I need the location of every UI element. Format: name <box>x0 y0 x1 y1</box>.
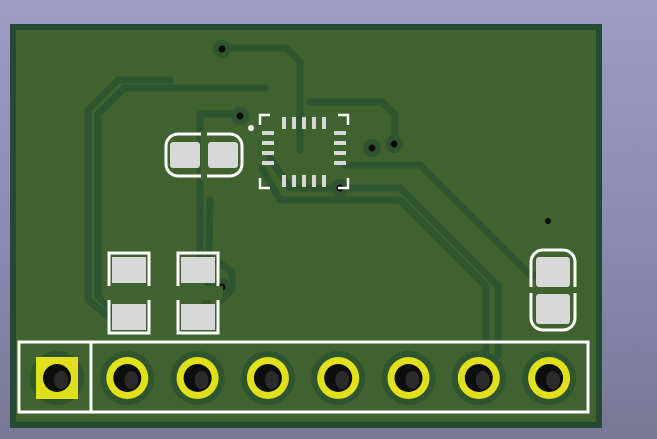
pin1-dot <box>248 125 254 131</box>
resistor-r2 <box>173 251 223 335</box>
header-pin-4 <box>240 351 295 405</box>
header-pin-3 <box>170 351 225 405</box>
header-pin-7 <box>451 351 506 405</box>
resistor-r1 <box>104 251 154 335</box>
board-soldermask <box>16 30 596 422</box>
header-pin-8 <box>522 351 577 405</box>
header-pin-6 <box>381 351 436 405</box>
pin-header-8 <box>17 340 590 414</box>
header-pin-5 <box>311 351 366 405</box>
header-pin-2 <box>100 351 155 405</box>
ic-pads <box>262 117 346 187</box>
via <box>545 218 551 224</box>
capacitor-c2 <box>527 248 579 332</box>
header-pin-1 <box>30 351 84 405</box>
ic-qfn-footprint <box>248 113 350 190</box>
capacitor-c1 <box>164 130 244 180</box>
traces <box>84 44 542 364</box>
